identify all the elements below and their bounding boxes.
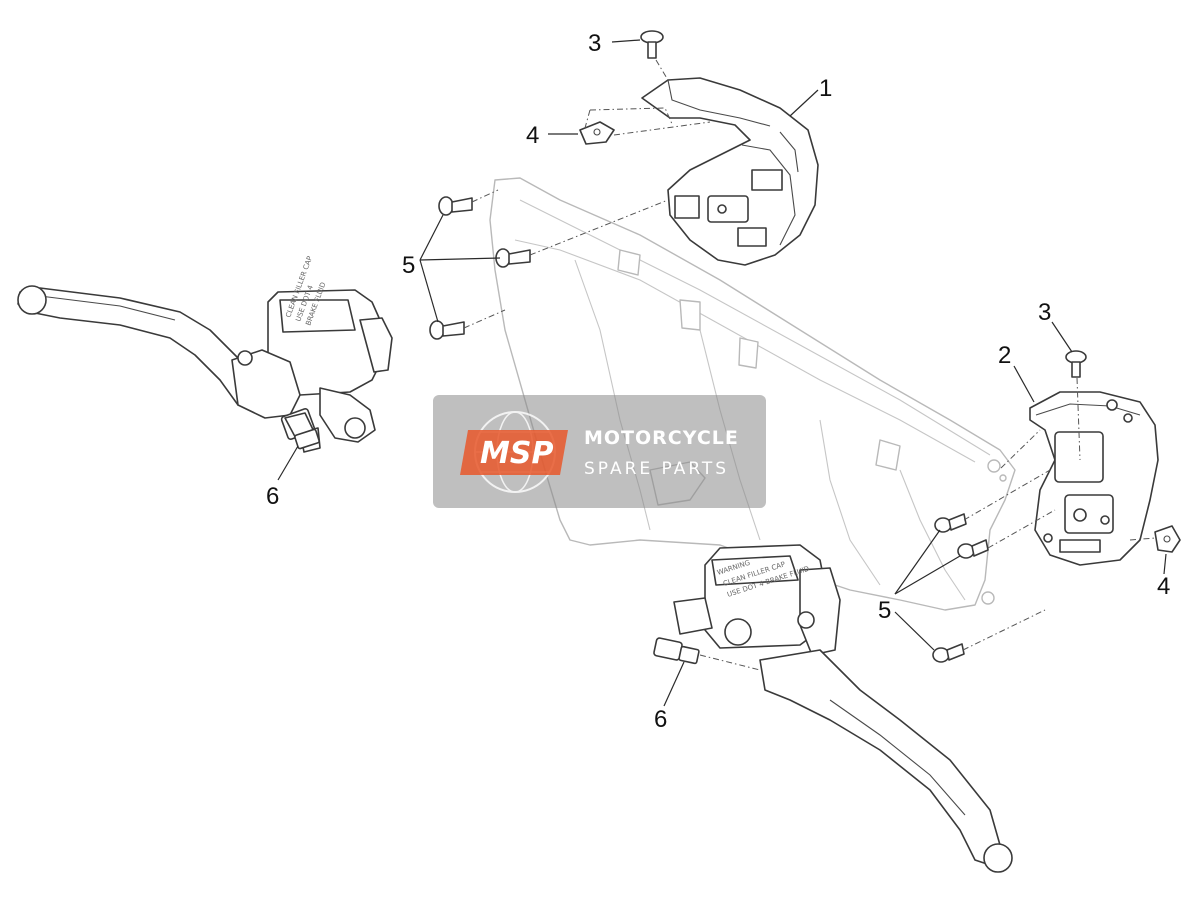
callout-3-top: 3 <box>588 30 601 57</box>
callout-5-left: 5 <box>402 252 415 279</box>
screw-part-5-c <box>429 320 465 340</box>
screw-part-5-f <box>932 643 965 663</box>
clip-part-4-right <box>1154 525 1181 553</box>
clip-part-4-top <box>579 121 615 145</box>
watermark: MSP MOTORCYCLE SPARE PARTS <box>433 395 766 508</box>
watermark-line-1: MOTORCYCLE <box>584 427 739 449</box>
callout-6-right: 6 <box>654 706 667 733</box>
screw-part-5-e <box>957 539 989 559</box>
brake-switch-left <box>284 412 320 450</box>
callout-4-right: 4 <box>1157 573 1170 600</box>
screw-part-5-d <box>934 513 967 533</box>
switch-housing-part-1 <box>641 77 819 266</box>
callout-6-left: 6 <box>266 483 279 510</box>
callout-4-top: 4 <box>526 122 539 149</box>
callout-2: 2 <box>998 342 1011 369</box>
watermark-logo-badge <box>460 430 568 475</box>
screw-part-5-b <box>495 248 531 268</box>
leader-lines <box>277 39 1167 707</box>
brake-switch-right <box>653 637 700 665</box>
callout-1: 1 <box>819 75 832 102</box>
switch-housing-part-2 <box>1029 391 1159 566</box>
right-brake-assembly: WARNING CLEAN FILLER CAP USE DOT 4 BRAKE… <box>673 544 1013 873</box>
left-brake-assembly: CLEAN FILLER CAP USE DOT 4 BRAKE FLUID <box>17 255 393 453</box>
watermark-line-2: SPARE PARTS <box>584 459 729 479</box>
watermark-backdrop <box>433 395 766 508</box>
screw-part-3-right <box>1065 350 1087 378</box>
watermark-logo-text: MSP <box>480 436 553 471</box>
callout-5-right: 5 <box>878 597 891 624</box>
assembly-lines <box>463 59 1156 671</box>
screw-part-3-top <box>640 30 664 59</box>
callout-3-right: 3 <box>1038 299 1051 326</box>
screw-part-5-a <box>438 196 473 216</box>
callout-labels: 3 1 4 5 6 3 2 5 4 6 <box>266 30 1170 733</box>
